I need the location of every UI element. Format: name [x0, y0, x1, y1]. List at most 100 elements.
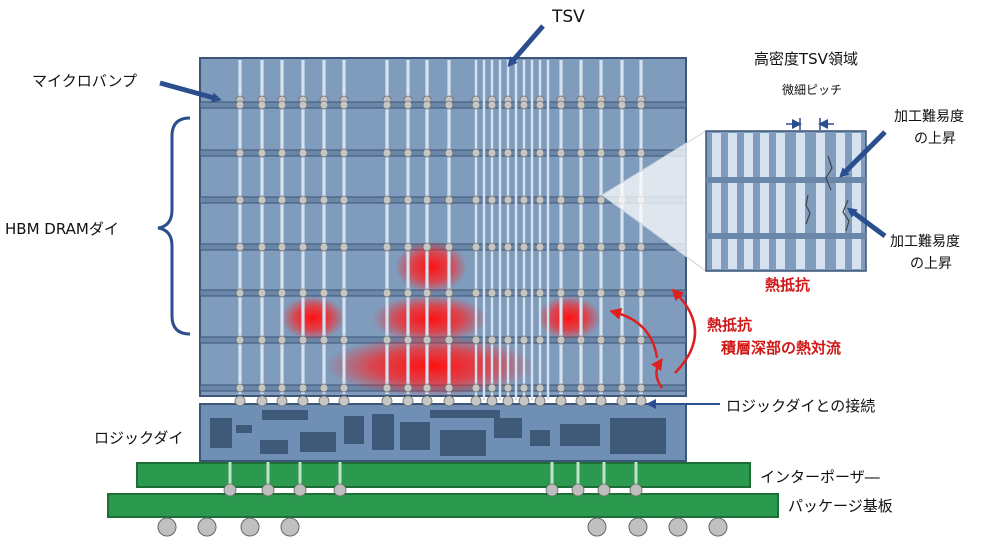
- package-solder-ball: [628, 517, 648, 537]
- zoom-bond-layer: [706, 177, 866, 183]
- microbump: [277, 383, 287, 393]
- logic-block: [262, 410, 308, 420]
- microbump: [519, 288, 529, 298]
- microbump: [339, 148, 349, 158]
- microbump: [617, 100, 627, 110]
- difficulty-increase-bottom-line1: 加工難易度: [890, 234, 960, 250]
- microbump: [487, 335, 497, 345]
- logic-connection-bump: [443, 395, 455, 407]
- package-solder-balls: [157, 517, 728, 537]
- package-solder-ball: [240, 517, 260, 537]
- microbump: [382, 335, 392, 345]
- zoom-tsv: [712, 133, 721, 269]
- microbump: [298, 195, 308, 205]
- microbump: [235, 383, 245, 393]
- microbump: [471, 100, 481, 110]
- microbump: [382, 288, 392, 298]
- logic-block: [610, 418, 666, 454]
- microbump: [596, 148, 606, 158]
- package-solder-ball: [668, 517, 688, 537]
- logic-connection-bump: [518, 395, 530, 407]
- logic-connection-bump: [575, 395, 587, 407]
- microbump: [257, 288, 267, 298]
- microbump: [519, 383, 529, 393]
- logic-connection-bump: [502, 395, 514, 407]
- microbump: [617, 148, 627, 158]
- microbump: [403, 100, 413, 110]
- microbump: [382, 100, 392, 110]
- logic-connection-bump: [555, 395, 567, 407]
- logic-connection-bump: [256, 395, 268, 407]
- logic-connection-bump: [297, 395, 309, 407]
- zoom-tsv: [796, 133, 805, 269]
- microbump: [382, 383, 392, 393]
- microbump: [519, 195, 529, 205]
- microbump: [636, 288, 646, 298]
- microbump: [403, 148, 413, 158]
- microbump: [487, 148, 497, 158]
- die-bond-layer: [199, 149, 687, 157]
- microbump: [596, 100, 606, 110]
- logic-block: [260, 440, 288, 454]
- microbump: [319, 335, 329, 345]
- zoom-tsv: [836, 133, 845, 269]
- microbump: [503, 148, 513, 158]
- microbump: [298, 288, 308, 298]
- microbump: [444, 335, 454, 345]
- microbump: [422, 288, 432, 298]
- fine-pitch-indicator: [786, 118, 834, 130]
- microbump: [257, 195, 267, 205]
- microbump: [535, 288, 545, 298]
- microbump: [636, 335, 646, 345]
- microbump: [444, 100, 454, 110]
- microbump: [576, 383, 586, 393]
- microbump: [576, 335, 586, 345]
- microbumps: [234, 95, 647, 407]
- microbump: [556, 195, 566, 205]
- microbump: [487, 100, 497, 110]
- logic-block: [210, 418, 232, 448]
- microbump: [487, 195, 497, 205]
- difficulty-increase-label-top: 加工難易度 の上昇: [894, 109, 968, 147]
- microbump: [471, 383, 481, 393]
- microbump: [422, 242, 432, 252]
- logic-block: [494, 418, 522, 438]
- interposer-bump: [629, 483, 643, 497]
- microbump: [636, 242, 646, 252]
- interposer-bump: [293, 483, 307, 497]
- microbump: [519, 242, 529, 252]
- microbump: [556, 383, 566, 393]
- microbump: [556, 148, 566, 158]
- logic-block: [530, 430, 550, 446]
- logic-block: [400, 422, 430, 450]
- microbump: [235, 242, 245, 252]
- microbump: [319, 288, 329, 298]
- microbump: [487, 288, 497, 298]
- interposer-bumps: [223, 461, 643, 497]
- microbump: [339, 100, 349, 110]
- microbump: [235, 288, 245, 298]
- microbump: [257, 242, 267, 252]
- logic-block: [430, 410, 500, 418]
- microbump: [422, 195, 432, 205]
- microbump: [382, 148, 392, 158]
- microbump: [503, 100, 513, 110]
- logic-connection-bump: [318, 395, 330, 407]
- logic-connection-bump: [470, 395, 482, 407]
- microbump: [319, 100, 329, 110]
- microbump: [339, 383, 349, 393]
- microbump: [403, 335, 413, 345]
- hbm-brace: [157, 116, 191, 336]
- microbump: [636, 383, 646, 393]
- microbump: [576, 288, 586, 298]
- microbump: [298, 242, 308, 252]
- microbump: [596, 288, 606, 298]
- microbump: [403, 242, 413, 252]
- microbump: [487, 383, 497, 393]
- logic-block: [300, 432, 336, 452]
- microbump: [403, 383, 413, 393]
- logic-connection-bump: [595, 395, 607, 407]
- microbump: [535, 383, 545, 393]
- microbump: [382, 195, 392, 205]
- microbump: [257, 335, 267, 345]
